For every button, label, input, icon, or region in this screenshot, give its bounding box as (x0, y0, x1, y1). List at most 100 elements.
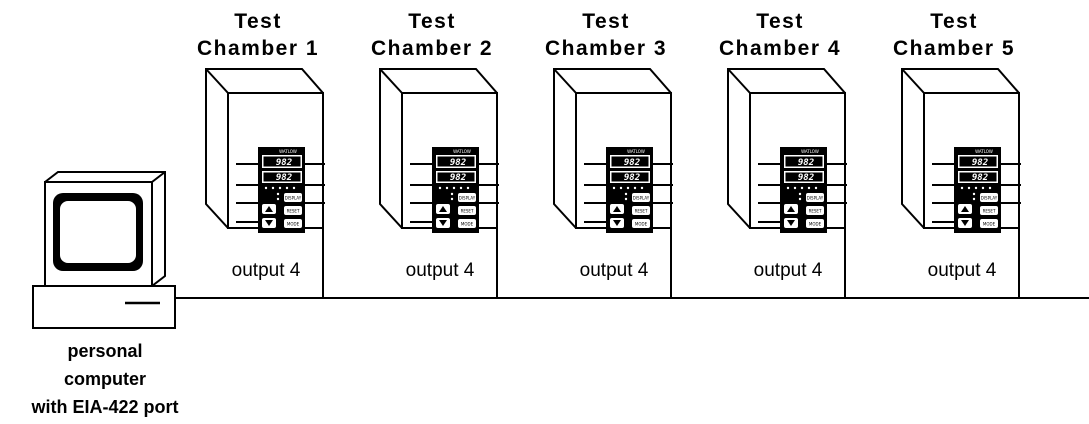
output-label: output 4 (754, 260, 823, 281)
indicator-led (960, 186, 964, 190)
reset-button-label: RESET (635, 209, 648, 214)
chamber-title-line2: Chamber 4 (719, 37, 841, 60)
indicator-led (271, 186, 275, 190)
mode-button-label: MODE (635, 222, 648, 227)
indicator-led (786, 186, 790, 190)
upper-display-reading: 982 (624, 158, 640, 168)
upper-display (959, 156, 997, 167)
up-arrow-icon (613, 206, 621, 212)
mode-button-label: MODE (461, 222, 474, 227)
lower-display (437, 172, 475, 182)
chamber-title-line2: Chamber 3 (545, 37, 667, 60)
chamber-title-line2: Chamber 2 (371, 37, 493, 60)
cabinet-edge (553, 68, 577, 94)
reset-button[interactable] (632, 206, 650, 215)
mode-button[interactable] (806, 219, 824, 228)
upper-display-reading: 982 (798, 158, 814, 168)
reset-button[interactable] (980, 206, 998, 215)
controller-brand: WATLOW (801, 149, 819, 154)
reset-button[interactable] (458, 206, 476, 215)
indicator-led (285, 186, 289, 190)
reset-button-label: RESET (983, 209, 996, 214)
down-arrow-icon (613, 220, 621, 226)
reset-button-label: RESET (287, 209, 300, 214)
indicator-led (633, 186, 637, 190)
indicator-led (640, 186, 644, 190)
display-button[interactable] (632, 193, 650, 202)
chamber-title-line1: Test (930, 10, 978, 33)
cabinet-edge (205, 68, 229, 94)
reset-button[interactable] (806, 206, 824, 215)
upper-display (785, 156, 823, 167)
indicator-led (450, 192, 454, 196)
cabinet-edge (901, 68, 925, 94)
indicator-led (624, 192, 628, 196)
lower-display-reading: 982 (972, 173, 988, 183)
output-label: output 4 (580, 260, 649, 281)
up-arrow-icon (265, 206, 273, 212)
output-label: output 4 (406, 260, 475, 281)
personal-computer: personal computer with EIA-422 port (30, 171, 179, 417)
mode-button[interactable] (980, 219, 998, 228)
down-arrow-icon (439, 220, 447, 226)
cabinet-edge (379, 68, 403, 94)
display-button[interactable] (806, 193, 824, 202)
indicator-led (972, 192, 976, 196)
indicator-led (798, 197, 802, 201)
upper-display (611, 156, 649, 167)
computer-base-unit (32, 285, 176, 329)
chamber-title-line1: Test (756, 10, 804, 33)
chamber-title-line2: Chamber 1 (197, 37, 319, 60)
indicator-led (967, 186, 971, 190)
display-button[interactable] (980, 193, 998, 202)
computer-label-line1: personal (67, 341, 142, 361)
lower-display (785, 172, 823, 182)
reset-button-label: RESET (809, 209, 822, 214)
display-button[interactable] (284, 193, 302, 202)
indicator-led (438, 186, 442, 190)
indicator-led (459, 186, 463, 190)
controller-brand: WATLOW (627, 149, 645, 154)
chamber-title-line1: Test (234, 10, 282, 33)
indicator-led (807, 186, 811, 190)
controller-brand: WATLOW (279, 149, 297, 154)
computer-label-line2: computer (64, 369, 146, 389)
display-button-label: DISPLAY (285, 196, 302, 201)
down-arrow-icon (787, 220, 795, 226)
chamber-title-line1: Test (408, 10, 456, 33)
indicator-led (612, 186, 616, 190)
mode-button[interactable] (632, 219, 650, 228)
mode-button[interactable] (284, 219, 302, 228)
indicator-led (466, 186, 470, 190)
indicator-led (292, 186, 296, 190)
mode-button[interactable] (458, 219, 476, 228)
controller-brand: WATLOW (453, 149, 471, 154)
indicator-led (793, 186, 797, 190)
indicator-led (800, 186, 804, 190)
display-button[interactable] (458, 193, 476, 202)
reset-button-label: RESET (461, 209, 474, 214)
display-button-label: DISPLAY (981, 196, 998, 201)
indicator-led (278, 186, 282, 190)
display-button-label: DISPLAY (633, 196, 650, 201)
lower-display-reading: 982 (276, 173, 292, 183)
indicator-led (445, 186, 449, 190)
output-label: output 4 (928, 260, 997, 281)
reset-button[interactable] (284, 206, 302, 215)
output-label: output 4 (232, 260, 301, 281)
up-arrow-icon (961, 206, 969, 212)
up-arrow-icon (439, 206, 447, 212)
upper-display-reading: 982 (450, 158, 466, 168)
display-button-label: DISPLAY (459, 196, 476, 201)
indicator-led (619, 186, 623, 190)
